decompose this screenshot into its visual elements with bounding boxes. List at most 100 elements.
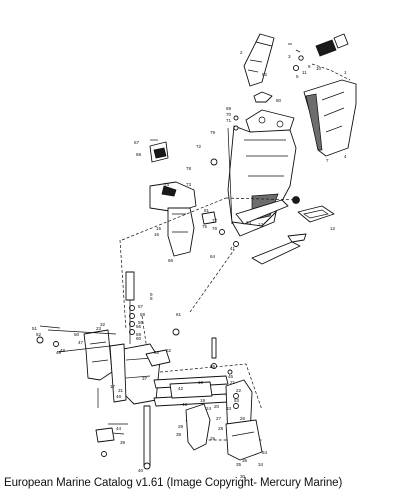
callout-61: 61 [176,312,182,317]
callout-17: 17 [110,384,116,389]
callout-77: 77 [212,218,218,223]
callout-51: 51 [32,326,38,331]
callout-3: 3 [288,54,291,59]
callout-50: 50 [74,332,80,337]
callout-23: 23 [96,326,102,331]
callout-71: 71 [226,118,232,123]
callout-32: 32 [100,322,106,327]
callout-13: 13 [258,222,264,227]
callout-48: 48 [60,348,66,353]
callout-29: 29 [178,424,184,429]
callout-31: 31 [118,388,124,393]
callout-56: 56 [136,324,142,329]
callout-21: 21 [230,380,236,385]
adapter-plate [245,91,295,137]
callout-20: 20 [214,404,220,409]
callout-80: 80 [276,98,282,103]
callout-74: 74 [164,182,170,187]
callout-34: 34 [258,462,264,467]
callout-55: 55 [138,320,144,325]
callout-57: 57 [138,304,144,309]
callout-68: 68 [136,152,142,157]
tilt-tube [153,375,229,407]
callout-54: 54 [262,450,268,455]
gasket [292,196,335,223]
callout-7: 7 [326,158,329,163]
callout-1: 1 [344,70,347,75]
callout-69: 69 [226,106,232,111]
callout-72: 72 [196,144,202,149]
swivel-bracket [109,343,171,405]
callout-42: 42 [178,386,184,391]
callout-53: 53 [234,398,240,403]
callout-22: 22 [236,388,242,393]
callout-37: 37 [142,376,148,381]
callout-15: 15 [156,226,162,231]
shift-coupler [288,33,349,72]
callout-30: 30 [240,474,246,479]
exhaust-tube [243,33,275,87]
callout-67: 67 [134,140,140,145]
callout-44: 44 [116,426,122,431]
callout-9: 9 [150,292,153,297]
callout-73: 73 [186,182,192,187]
callout-76: 76 [212,226,218,231]
callout-41: 41 [230,246,236,251]
callout-47: 47 [78,340,84,345]
left-clamp-bracket [36,325,117,381]
callout-19: 19 [200,398,206,403]
upper-mount-bracket [149,141,197,257]
lower-cowl-cover [303,63,357,157]
callout-60: 60 [136,336,142,341]
right-clamp-bracket [225,379,263,461]
callout-78: 78 [186,166,192,171]
callout-39: 39 [120,440,126,445]
catalog-caption: European Marine Catalog v1.61 (Image Cop… [4,477,343,489]
callout-12: 12 [330,226,336,231]
callout-28: 28 [218,426,224,431]
callout-43: 43 [182,402,188,407]
trim-tab [235,199,289,225]
callout-75: 75 [202,224,208,229]
water-tube [251,233,307,265]
callout-45: 45 [228,374,234,379]
callout-10: 10 [316,66,322,71]
callout-59: 59 [136,332,142,337]
callout-25: 25 [210,436,216,441]
callout-6: 6 [308,64,311,69]
callout-65: 65 [210,364,216,369]
callout-14: 14 [246,220,252,225]
callout-27: 27 [216,416,222,421]
callout-18: 18 [198,380,204,385]
callout-64: 64 [210,254,216,259]
callout-63: 63 [154,350,160,355]
callout-26: 26 [240,416,246,421]
callout-70: 70 [226,112,232,117]
callout-40: 40 [138,468,144,473]
callout-58: 58 [140,312,146,317]
driveshaft-housing [227,125,297,237]
tilt-stud-stack [125,271,180,344]
callout-24: 24 [206,406,212,411]
lower-clamp-bracket [95,388,211,470]
callout-8: 8 [150,296,153,301]
callout-16: 16 [154,232,160,237]
callout-38: 38 [176,432,182,437]
callout-49: 49 [56,350,62,355]
callout-11: 11 [302,70,307,75]
callout-82: 82 [262,72,268,77]
callout-33: 33 [226,406,232,411]
callout-46: 46 [116,394,122,399]
callout-35: 35 [236,462,242,467]
callout-4: 4 [344,154,347,159]
assembly-leader-lines [119,197,301,441]
callout-2: 2 [240,50,243,55]
callout-81: 81 [204,208,210,213]
callout-66: 66 [168,258,174,263]
callout-62: 62 [166,348,172,353]
callout-52: 52 [36,332,42,337]
hardware-bolts [150,115,239,247]
part-callouts: 1 2 3 4 5 6 7 8 9 10 11 12 13 14 15 16 1… [32,50,347,479]
callout-36: 36 [242,458,248,463]
